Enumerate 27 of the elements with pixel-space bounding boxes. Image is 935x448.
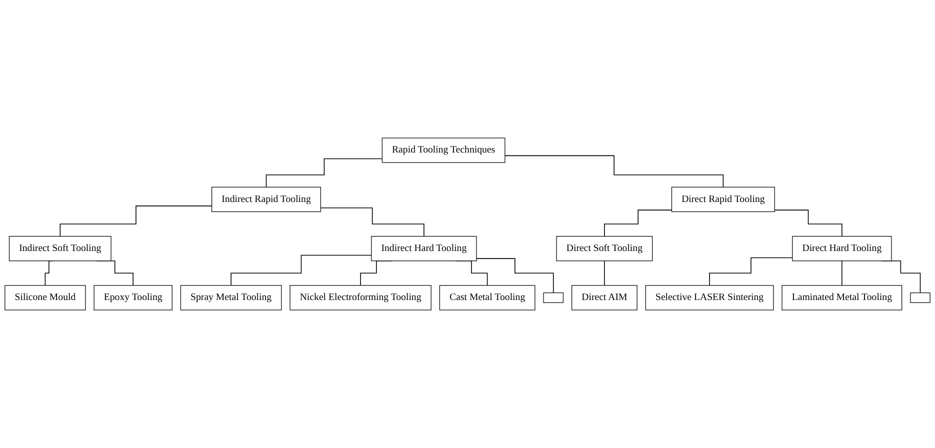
node-box: Silicone Mould: [4, 285, 86, 310]
node-box: Nickel Electroforming Tooling: [290, 285, 432, 310]
node-box: Direct AIM: [572, 285, 638, 310]
node-box: Spray Metal Tooling: [180, 285, 282, 310]
connector: [60, 206, 212, 237]
connector: [604, 260, 605, 286]
node-box: Epoxy Tooling: [94, 285, 172, 310]
node-box: Indirect Rapid Tooling: [212, 186, 321, 212]
connector: [604, 210, 672, 237]
connector: [504, 155, 724, 188]
node-box: Rapid Tooling Techniques: [382, 138, 506, 163]
node-box: Direct Rapid Tooling: [671, 186, 775, 212]
node-box: Direct Hard Tooling: [792, 236, 892, 262]
node-box: Selective LASER Sintering: [645, 285, 774, 310]
connector: [476, 258, 554, 294]
connector: [230, 254, 372, 286]
node-box: Indirect Hard Tooling: [371, 236, 477, 262]
connector: [320, 208, 424, 237]
connector: [774, 210, 842, 237]
connector: [266, 158, 383, 188]
node-box: [910, 292, 930, 303]
node-box: Laminated Metal Tooling: [782, 285, 902, 310]
node-box: Direct Soft Tooling: [556, 236, 653, 262]
node-box: [543, 292, 564, 303]
connector: [709, 257, 793, 286]
node-box: Cast Metal Tooling: [439, 285, 536, 310]
node-box: Indirect Soft Tooling: [8, 236, 112, 262]
